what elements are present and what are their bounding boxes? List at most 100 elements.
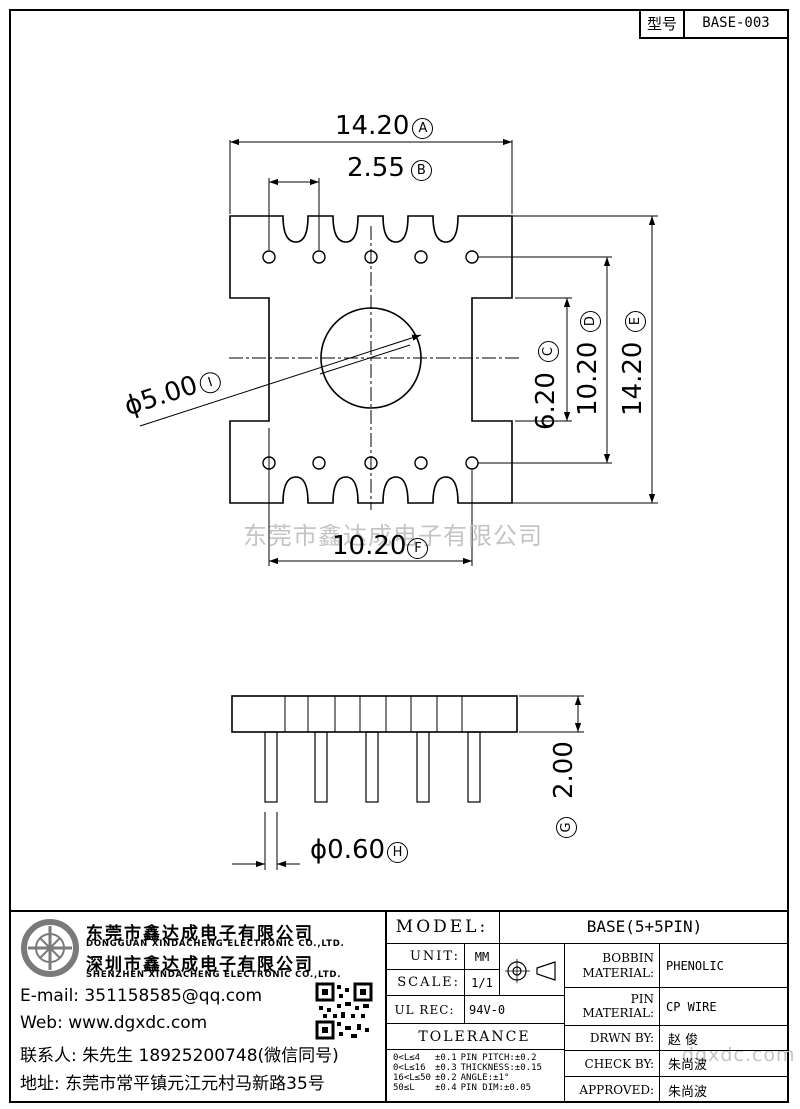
- pin-label-2: MATERIAL:: [582, 1006, 654, 1020]
- approved-value: 朱尚波: [668, 1084, 708, 1100]
- title-block-divider: [9, 910, 789, 912]
- pin-hole: [312, 250, 326, 264]
- scale-value: 1/1: [471, 975, 493, 990]
- tolerance-row: 0<L≤4 ±0.1 PIN PITCH:±0.2: [391, 1053, 544, 1063]
- watermark-top: 东莞市鑫达成电子有限公司: [243, 522, 543, 550]
- dim-value-a: 14.20: [335, 111, 410, 141]
- bobbin-label-1: BOBBIN: [602, 951, 654, 965]
- company-en-dg: DONGGUAN XINDACHENG ELECTRONIC CO.,LTD.: [86, 939, 345, 949]
- side-dimensions: [232, 695, 584, 870]
- check-label-cell: CHECK BY:: [565, 1051, 660, 1077]
- model-label-cell: MODEL:: [385, 910, 500, 944]
- model-value: BASE(5+5PIN): [586, 917, 703, 936]
- ulrec-value-cell: 94V-0: [465, 996, 565, 1024]
- approved-value-cell: 朱尚波: [660, 1077, 789, 1103]
- header-code: BASE-003: [702, 15, 770, 31]
- side-pin: [314, 731, 328, 803]
- side-pin: [467, 731, 481, 803]
- drwn-label-cell: DRWN BY:: [565, 1026, 660, 1051]
- company-logo-icon: [21, 919, 79, 977]
- unit-label: UNIT:: [409, 949, 460, 964]
- ulrec-label: UL REC:: [394, 1002, 455, 1017]
- scale-label-cell: SCALE:: [385, 970, 465, 996]
- phi-symbol: ϕ: [310, 835, 328, 865]
- side-view-body: [231, 695, 518, 733]
- bobbin-value-cell: PHENOLIC: [660, 944, 789, 988]
- tolerance-label-cell: TOLERANCE: [385, 1024, 565, 1050]
- check-value-cell: 朱尚波: [660, 1051, 789, 1077]
- drwn-value: 赵 俊: [668, 1032, 699, 1048]
- unit-value: MM: [474, 949, 490, 964]
- tolerance-value: ±0.4: [434, 1083, 457, 1093]
- pin-hole: [262, 250, 276, 264]
- approved-label: APPROVED:: [579, 1083, 654, 1097]
- dim-line-i-inner: [319, 344, 411, 375]
- tolerance-note: PIN DIM:±0.05: [460, 1083, 532, 1093]
- circle-e-icon: E: [625, 310, 646, 332]
- tolerance-note: PIN PITCH:±0.2: [460, 1053, 537, 1063]
- extension-lines: [229, 140, 658, 566]
- dim-value-f: 10.20: [332, 531, 407, 561]
- side-pin: [365, 731, 379, 803]
- pin-hole: [312, 456, 326, 470]
- bobbin-label-2: MATERIAL:: [582, 966, 654, 980]
- header-code-cell: BASE-003: [683, 9, 789, 39]
- dim-value-d: 10.20: [573, 341, 603, 416]
- dim-label-e: 14.20 E: [617, 266, 649, 416]
- tolerance-range: 50≤L: [393, 1083, 415, 1093]
- tolerance-note: THICKNESS:±0.15: [460, 1063, 542, 1073]
- dimension-lines: [139, 138, 656, 565]
- tolerance-table-cell: 0<L≤4 ±0.1 PIN PITCH:±0.2 0<L≤16 ±0.3 TH…: [385, 1050, 565, 1103]
- tolerance-value: ±0.2: [434, 1073, 457, 1083]
- unit-label-cell: UNIT:: [385, 944, 465, 970]
- pin-hole: [414, 250, 428, 264]
- company-en-sz: SHENZHEN XINDACHENG ELECTRONIC CO.,LTD.: [86, 970, 342, 980]
- pin-label-cell: PIN MATERIAL:: [565, 988, 660, 1026]
- drawing-frame: [9, 9, 789, 1103]
- drwn-value-cell: 赵 俊: [660, 1026, 789, 1051]
- pin-value-cell: CP WIRE: [660, 988, 789, 1026]
- scale-value-cell: 1/1: [465, 970, 500, 996]
- scale-label: SCALE:: [397, 975, 460, 990]
- side-view: [231, 695, 518, 803]
- watermark-bottom: dgxdc.com: [682, 1044, 796, 1066]
- projection-symbol-icon: [505, 959, 556, 983]
- pin-hole: [465, 250, 479, 264]
- title-block: [385, 910, 789, 1103]
- header-label-cell: 型号: [639, 9, 685, 39]
- approved-label-cell: APPROVED:: [565, 1077, 660, 1103]
- pin-holes: [262, 250, 479, 470]
- model-value-cell: BASE(5+5PIN): [500, 910, 789, 944]
- dim-value-g: 2.00: [549, 741, 579, 799]
- company-email: E-mail: 351158585@qq.com: [20, 986, 263, 1006]
- circle-b-icon: B: [410, 160, 432, 181]
- tolerance-row: 0<L≤16 ±0.3 THICKNESS:±0.15: [391, 1063, 544, 1073]
- bobbin-label-cell: BOBBIN MATERIAL:: [565, 944, 660, 988]
- ulrec-value: 94V-0: [469, 1002, 506, 1017]
- pin-value: CP WIRE: [666, 999, 717, 1014]
- tolerance-row: 50≤L ±0.4 PIN DIM:±0.05: [391, 1083, 544, 1093]
- circle-h-icon: H: [387, 842, 409, 863]
- dim-value-e: 14.20: [618, 341, 648, 416]
- circle-c-icon: C: [538, 341, 559, 363]
- dim-value-b: 2.55: [347, 153, 405, 183]
- tolerance-note: ANGLE:±1°: [460, 1073, 510, 1083]
- dim-line-i: [139, 334, 422, 427]
- check-label: CHECK BY:: [584, 1056, 654, 1071]
- tolerance-row: 16<L≤50 ±0.2 ANGLE:±1°: [391, 1073, 544, 1083]
- pin-label-1: PIN: [630, 992, 654, 1006]
- check-value: 朱尚波: [668, 1058, 708, 1073]
- company-address: 地址: 东莞市常平镇元江元村马新路35号: [20, 1074, 325, 1094]
- tolerance-table: 0<L≤4 ±0.1 PIN PITCH:±0.2 0<L≤16 ±0.3 TH…: [391, 1053, 544, 1093]
- company-web: Web: www.dgxdc.com: [20, 1013, 208, 1033]
- ulrec-label-cell: UL REC:: [385, 996, 465, 1024]
- pin-hole: [414, 456, 428, 470]
- qr-code-icon: [315, 982, 373, 1040]
- circle-g-icon: G: [556, 817, 577, 838]
- tolerance-range: 0<L≤4: [393, 1053, 421, 1063]
- pin-hole: [465, 456, 479, 470]
